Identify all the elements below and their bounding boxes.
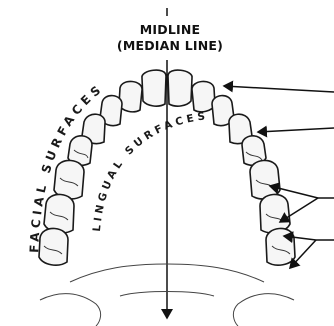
tooth-molar1-right	[250, 160, 280, 198]
palate-curve-right	[233, 294, 294, 326]
tooth-molar3-left	[39, 228, 68, 265]
midline-title-line2: (MEDIAN LINE)	[117, 38, 223, 53]
leader-canine	[258, 128, 334, 132]
midline-title-line1: MIDLINE	[140, 22, 200, 37]
lingual-surfaces-textpath: LINGUAL SURFACES	[91, 110, 209, 232]
tooth-molar2-right	[260, 194, 290, 232]
tooth-central-incisor-left	[142, 70, 166, 106]
palate-curve-left	[40, 294, 101, 326]
tooth-molar3-right	[266, 228, 295, 265]
leader-incisal	[224, 86, 334, 92]
midline-title: MIDLINE (MEDIAN LINE)	[117, 22, 223, 53]
teeth-left	[39, 70, 166, 265]
tooth-molar1-left	[54, 160, 84, 198]
tooth-molar2-left	[44, 194, 74, 232]
lingual-surfaces-label: LINGUAL SURFACES	[91, 110, 209, 232]
teeth-right	[168, 70, 295, 265]
tooth-central-incisor-right	[168, 70, 192, 106]
